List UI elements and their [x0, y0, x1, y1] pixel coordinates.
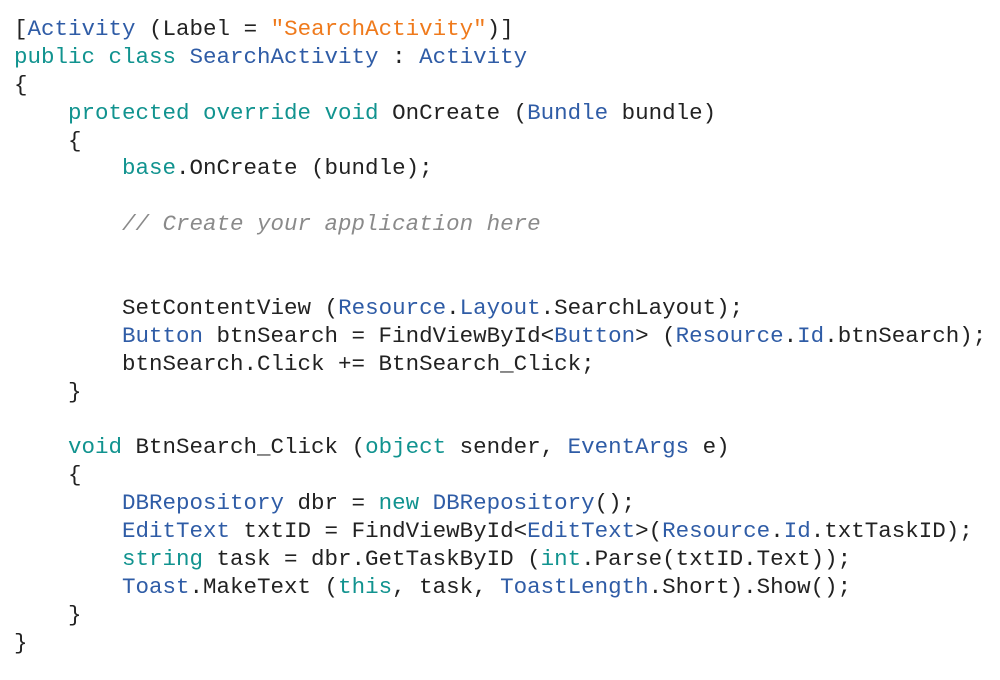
code-token: , task,	[392, 573, 501, 600]
type-token: Activity	[419, 43, 528, 70]
code-line: base.OnCreate (bundle);	[14, 155, 986, 183]
code-token: :	[378, 43, 420, 70]
keyword-token: void	[14, 434, 136, 461]
code-line: }	[14, 602, 986, 630]
keyword-token: int	[540, 545, 582, 572]
code-token: > (	[635, 322, 676, 349]
code-line: DBRepository dbr = new DBRepository();	[14, 490, 986, 518]
code-line: {	[14, 462, 986, 490]
type-token: SearchActivity	[189, 43, 379, 70]
string-token: "SearchActivity"	[270, 16, 487, 42]
type-token: Toast	[14, 573, 190, 600]
code-token: task = dbr.GetTaskByID (	[203, 545, 541, 572]
code-line: }	[14, 379, 986, 407]
code-token: OnCreate (	[392, 99, 528, 126]
type-token: Activity	[27, 16, 136, 42]
code-token: .	[446, 294, 460, 321]
type-token: Layout	[459, 294, 541, 321]
keyword-token: object	[365, 434, 447, 461]
keyword-token: this	[338, 573, 393, 600]
type-token: Id	[797, 322, 825, 349]
keyword-token: new	[378, 490, 433, 517]
comment-token: // Create your application here	[14, 211, 541, 238]
type-token: Resource	[662, 518, 771, 545]
type-token: EditText	[527, 518, 636, 545]
code-token: btnSearch = FindViewById<	[203, 322, 555, 349]
code-token: BtnSearch_Click (	[135, 434, 366, 461]
code-token: (Label =	[135, 16, 271, 42]
code-token: .SearchLayout);	[540, 294, 744, 321]
type-token: DBRepository	[432, 490, 595, 517]
keyword-token: string	[14, 545, 204, 572]
code-token: ();	[594, 490, 636, 517]
code-line: string task = dbr.GetTaskByID (int.Parse…	[14, 546, 986, 574]
code-line: btnSearch.Click += BtnSearch_Click;	[14, 351, 986, 379]
type-token: DBRepository	[14, 490, 285, 517]
keyword-token: public class	[14, 43, 190, 70]
type-token: Button	[14, 322, 204, 349]
code-line	[14, 183, 986, 211]
code-line: protected override void OnCreate (Bundle…	[14, 100, 986, 128]
type-token: Bundle	[527, 99, 609, 126]
code-line: }	[14, 630, 986, 658]
code-line: // Create your application here	[14, 211, 986, 239]
code-token: {	[14, 462, 82, 489]
code-token: bundle)	[608, 99, 717, 126]
code-token: {	[14, 127, 82, 154]
code-token: dbr =	[284, 490, 379, 517]
code-token: .MakeText (	[189, 573, 339, 600]
code-line: void BtnSearch_Click (object sender, Eve…	[14, 434, 986, 462]
code-token: btnSearch.Click += BtnSearch_Click;	[14, 350, 595, 377]
code-token: }	[14, 601, 82, 628]
code-token: >(	[635, 518, 663, 545]
code-token: .	[770, 518, 784, 545]
code-token: [	[14, 16, 28, 42]
keyword-token: protected override void	[14, 99, 393, 126]
code-token: }	[14, 629, 28, 656]
type-token: Button	[554, 322, 636, 349]
type-token: Resource	[338, 294, 447, 321]
code-token: )]	[486, 16, 514, 42]
code-line: EditText txtID = FindViewById<EditText>(…	[14, 518, 986, 546]
code-token: SetContentView (	[14, 294, 339, 321]
keyword-token: base	[14, 155, 177, 182]
code-token: .	[783, 322, 798, 349]
type-token: ToastLength	[500, 573, 649, 600]
code-line	[14, 239, 986, 267]
code-line: SetContentView (Resource.Layout.SearchLa…	[14, 295, 986, 323]
code-token: .Parse(txtID.Text));	[581, 545, 852, 572]
code-token: sender,	[446, 434, 568, 461]
type-token: EventArgs	[567, 434, 690, 461]
code-line	[14, 267, 986, 295]
code-token: }	[14, 378, 82, 405]
code-token: .txtTaskID);	[810, 518, 973, 545]
type-token: EditText	[14, 518, 231, 545]
code-line: [Activity (Label = "SearchActivity")]	[14, 16, 986, 44]
code-line: public class SearchActivity : Activity	[14, 44, 986, 72]
code-token: .btnSearch);	[824, 322, 987, 349]
code-line: Button btnSearch = FindViewById<Button> …	[14, 323, 986, 351]
type-token: Id	[783, 518, 811, 545]
code-line: {	[14, 128, 986, 156]
code-token: .OnCreate (bundle);	[176, 155, 433, 182]
code-line: {	[14, 72, 986, 100]
code-token: {	[14, 71, 28, 98]
code-line: Toast.MakeText (this, task, ToastLength.…	[14, 574, 986, 602]
code-token: e)	[689, 434, 730, 461]
code-line	[14, 406, 986, 434]
code-editor[interactable]: [Activity (Label = "SearchActivity")]pub…	[14, 16, 986, 657]
code-token: .Short).Show();	[648, 573, 852, 600]
code-token: txtID = FindViewById<	[230, 518, 528, 545]
type-token: Resource	[675, 322, 784, 349]
